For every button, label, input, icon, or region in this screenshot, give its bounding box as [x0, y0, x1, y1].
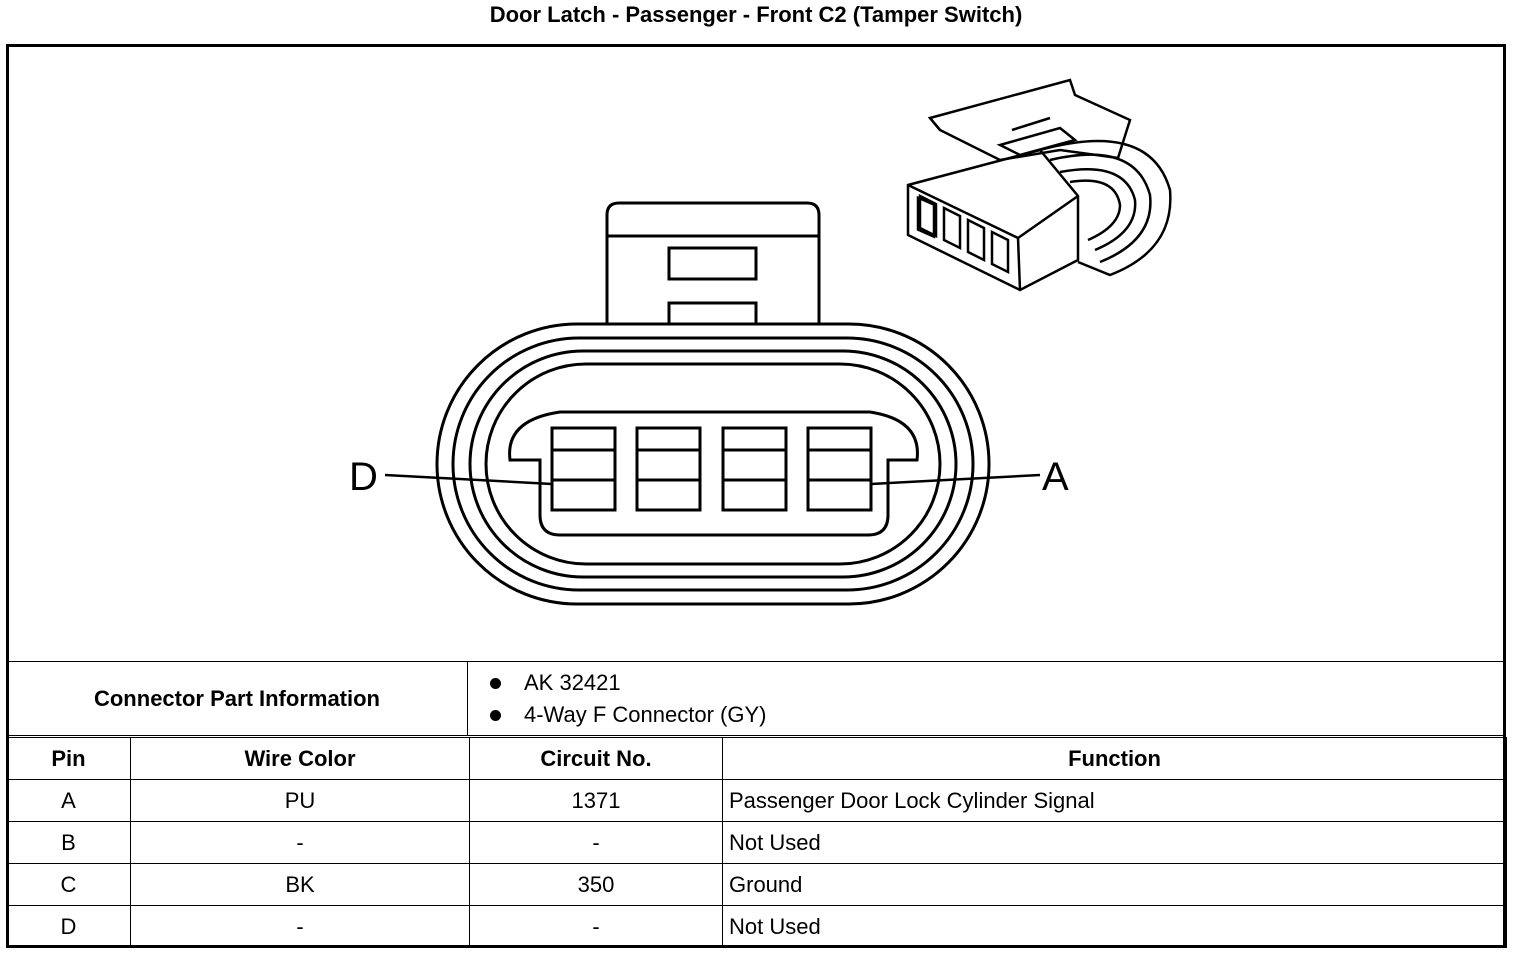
connector-shell-outer: [435, 322, 991, 606]
latch-window: [667, 246, 758, 281]
pinout-header-row: Pin Wire Color Circuit No. Function: [6, 737, 1507, 780]
header-circuit-no: Circuit No.: [469, 737, 723, 780]
connector-shell-ring-4: [484, 362, 942, 566]
circuit-cell: 1371: [469, 779, 723, 822]
connector-description: 4-Way F Connector (GY): [490, 699, 1505, 731]
latch-lower-window: [667, 301, 758, 325]
pin-label-d: D: [349, 455, 378, 499]
circuit-cell: 350: [469, 863, 723, 906]
header-wire-color: Wire Color: [130, 737, 470, 780]
wire-color-cell: BK: [130, 863, 470, 906]
pin-label-a: A: [1042, 455, 1069, 499]
function-cell: Passenger Door Lock Cylinder Signal: [722, 779, 1507, 822]
function-cell: Ground: [722, 863, 1507, 906]
leader-line-a: [870, 473, 1041, 486]
table-row: A PU 1371 Passenger Door Lock Cylinder S…: [6, 779, 1507, 822]
diagram-title: Door Latch - Passenger - Front C2 (Tampe…: [489, 2, 1023, 27]
header-function: Function: [722, 737, 1507, 780]
connector-part-info-values: AK 32421 4-Way F Connector (GY): [467, 661, 1506, 736]
pin-cell: C: [6, 863, 131, 906]
connector-shell-ring-2: [451, 336, 975, 592]
terminal-cavity-b: [721, 426, 788, 512]
part-number: AK 32421: [490, 667, 1505, 699]
leader-line-d: [384, 473, 553, 486]
pin-cell: B: [6, 821, 131, 864]
function-cell: Not Used: [722, 905, 1507, 948]
connector-latch-tab: [605, 201, 821, 325]
connector-inner-cavity: [508, 410, 919, 537]
terminal-cavity-d: [550, 426, 617, 512]
wire-color-cell: -: [130, 905, 470, 948]
terminal-cavity-a: [806, 426, 873, 512]
function-cell: Not Used: [722, 821, 1507, 864]
table-row: B - - Not Used: [6, 821, 1507, 864]
wire-color-cell: -: [130, 821, 470, 864]
connector-shell-ring-3: [468, 349, 958, 579]
table-row: C BK 350 Ground: [6, 863, 1507, 906]
terminal-cavity-c: [635, 426, 702, 512]
pinout-table: Pin Wire Color Circuit No. Function A PU…: [6, 737, 1507, 948]
circuit-cell: -: [469, 821, 723, 864]
circuit-cell: -: [469, 905, 723, 948]
header-pin: Pin: [6, 737, 131, 780]
pin-cell: D: [6, 905, 131, 948]
connector-part-info-label: Connector Part Information: [6, 661, 468, 736]
wire-color-cell: PU: [130, 779, 470, 822]
connector-illustration: D A: [349, 78, 1172, 606]
connector-3d-view: [906, 78, 1172, 292]
pin-cell: A: [6, 779, 131, 822]
table-row: D - - Not Used: [6, 905, 1507, 948]
connector-part-info: Connector Part Information AK 32421 4-Wa…: [6, 661, 1506, 736]
